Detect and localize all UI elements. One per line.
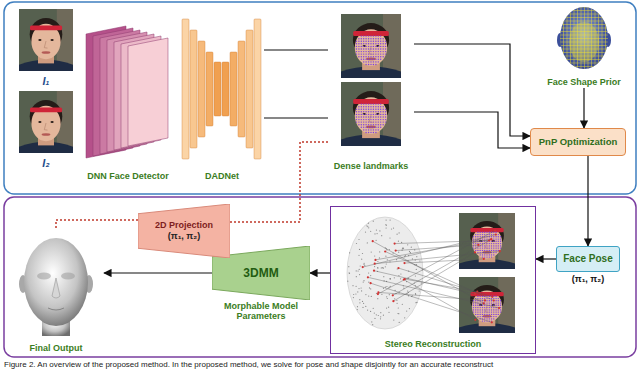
node-sublabel: (π₁, π₂) xyxy=(168,231,201,242)
face-image xyxy=(16,8,76,72)
node-label: 3DMM xyxy=(243,266,278,280)
bottom-panel xyxy=(4,197,636,357)
output-face: Final Output xyxy=(8,230,104,354)
node-label: PnP Optimization xyxy=(539,136,617,147)
projection-block: 2D Projection(π₁, π₂) xyxy=(138,204,230,258)
illustration xyxy=(80,18,176,162)
node-label: DADNet xyxy=(205,171,239,182)
figure-caption: Figure 2. An overview of the proposed me… xyxy=(4,360,493,369)
node-sublabel: Morphable Model Parameters xyxy=(214,302,308,322)
flow-arrow xyxy=(414,112,530,148)
face-image xyxy=(8,230,104,336)
node-label: I₁ xyxy=(43,75,50,88)
pose-box: Face Pose (π₁, π₂) xyxy=(556,246,620,292)
projection-link xyxy=(230,142,328,222)
illustration xyxy=(331,207,537,339)
landmark-images: Dense landmarks xyxy=(328,12,414,172)
flow-arrow xyxy=(536,258,556,259)
model-block: 3DMM Morphable Model Parameters xyxy=(212,246,310,342)
node-sublabel: (π₁, π₂) xyxy=(572,274,605,285)
shape-prior: Face Shape Prior xyxy=(536,4,632,88)
flow-arrow xyxy=(264,49,328,50)
flow-arrow xyxy=(414,44,530,136)
node-label: 2D Projection xyxy=(155,220,213,231)
flow-arrow xyxy=(583,88,584,128)
pose-box-shape: Face Pose xyxy=(556,246,620,272)
flow-arrow xyxy=(587,156,588,246)
top-panel xyxy=(4,2,636,194)
node-label: I₂ xyxy=(42,157,49,170)
face-image xyxy=(328,12,414,150)
flow-arrow xyxy=(104,272,212,273)
node-label: Final Output xyxy=(30,343,83,354)
flow-arrow xyxy=(264,117,328,118)
node-label: DNN Face Detector xyxy=(87,171,169,182)
flow-arrow xyxy=(310,272,330,273)
node-label: Stereo Reconstruction xyxy=(385,339,482,350)
stereo-box: Stereo Reconstruction xyxy=(330,206,536,354)
illustration xyxy=(536,4,632,72)
face-image xyxy=(16,90,76,154)
illustration xyxy=(180,14,264,164)
node-label: Dense landmarks xyxy=(334,161,409,172)
process-box: PnP Optimization xyxy=(530,128,626,156)
input-image: I₂ xyxy=(16,90,76,170)
projection-link xyxy=(56,220,138,230)
node-label: Face Pose xyxy=(563,253,612,265)
network-block: DADNet xyxy=(180,14,264,182)
node-label: Face Shape Prior xyxy=(547,77,621,88)
detector-block: DNN Face Detector xyxy=(80,18,176,182)
input-image: I₁ xyxy=(16,8,76,88)
